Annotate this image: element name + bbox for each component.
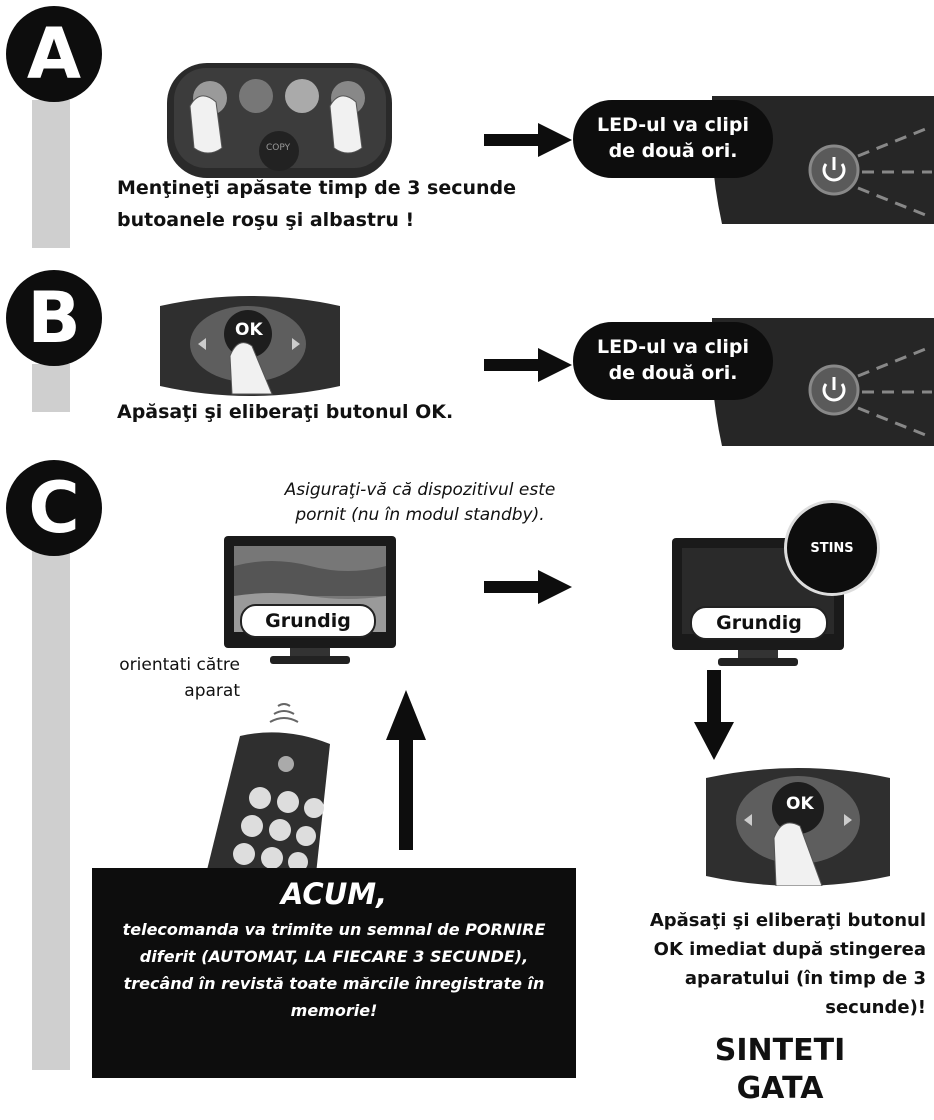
now-box: ACUM, telecomanda va trimite un semnal d… [92,868,576,1078]
step-b-led-bubble: LED-ul va clipi de două ori. [573,322,773,400]
arrow-up-icon [386,690,426,850]
ok-button-label-c: OK [786,794,814,814]
arrow-right-icon [484,123,572,157]
step-b-circle: B [6,270,102,366]
remote-copy-label: COPY [266,143,291,153]
arrow-down-icon [694,670,734,760]
tv-off-brand-label: Grundig [690,606,828,640]
tv-brand-label: Grundig [240,604,376,638]
point-text: orientati către aparat [119,655,240,701]
now-title: ACUM, [280,877,388,911]
remote-ok-button-image-c [706,768,890,886]
remote-ok-button-image [160,296,340,396]
ok-button-label-b: OK [235,320,263,340]
step-b-bar [32,364,70,412]
step-c-note: Asiguraţi-vă că dispozitivul este pornit… [284,480,556,525]
arrow-right-icon [484,348,572,382]
step-a-bar [32,100,70,248]
arrow-right-icon [484,570,572,604]
done-text: SINTETI GATA [714,1033,846,1106]
step-b-instruction: Apăsaţi şi eliberaţi butonul OK. [117,401,454,423]
stins-badge: STINS [784,500,880,596]
remote-control-image [206,703,330,874]
final-instruction: Apăsaţi şi eliberaţi butonul OK imediat … [649,910,926,1018]
step-a-led-bubble: LED-ul va clipi de două ori. [573,100,773,178]
step-a-circle: A [6,6,102,102]
stins-badge-label: STINS [810,540,854,556]
step-c-bar [32,540,70,1070]
now-body: telecomanda va trimite un semnal de PORN… [122,920,546,1020]
tv-on-image [224,536,396,664]
step-a-instruction: Menţineţi apăsate timp de 3 secunde buto… [117,177,517,231]
remote-color-buttons-image [167,63,392,178]
step-c-circle: C [6,460,102,556]
